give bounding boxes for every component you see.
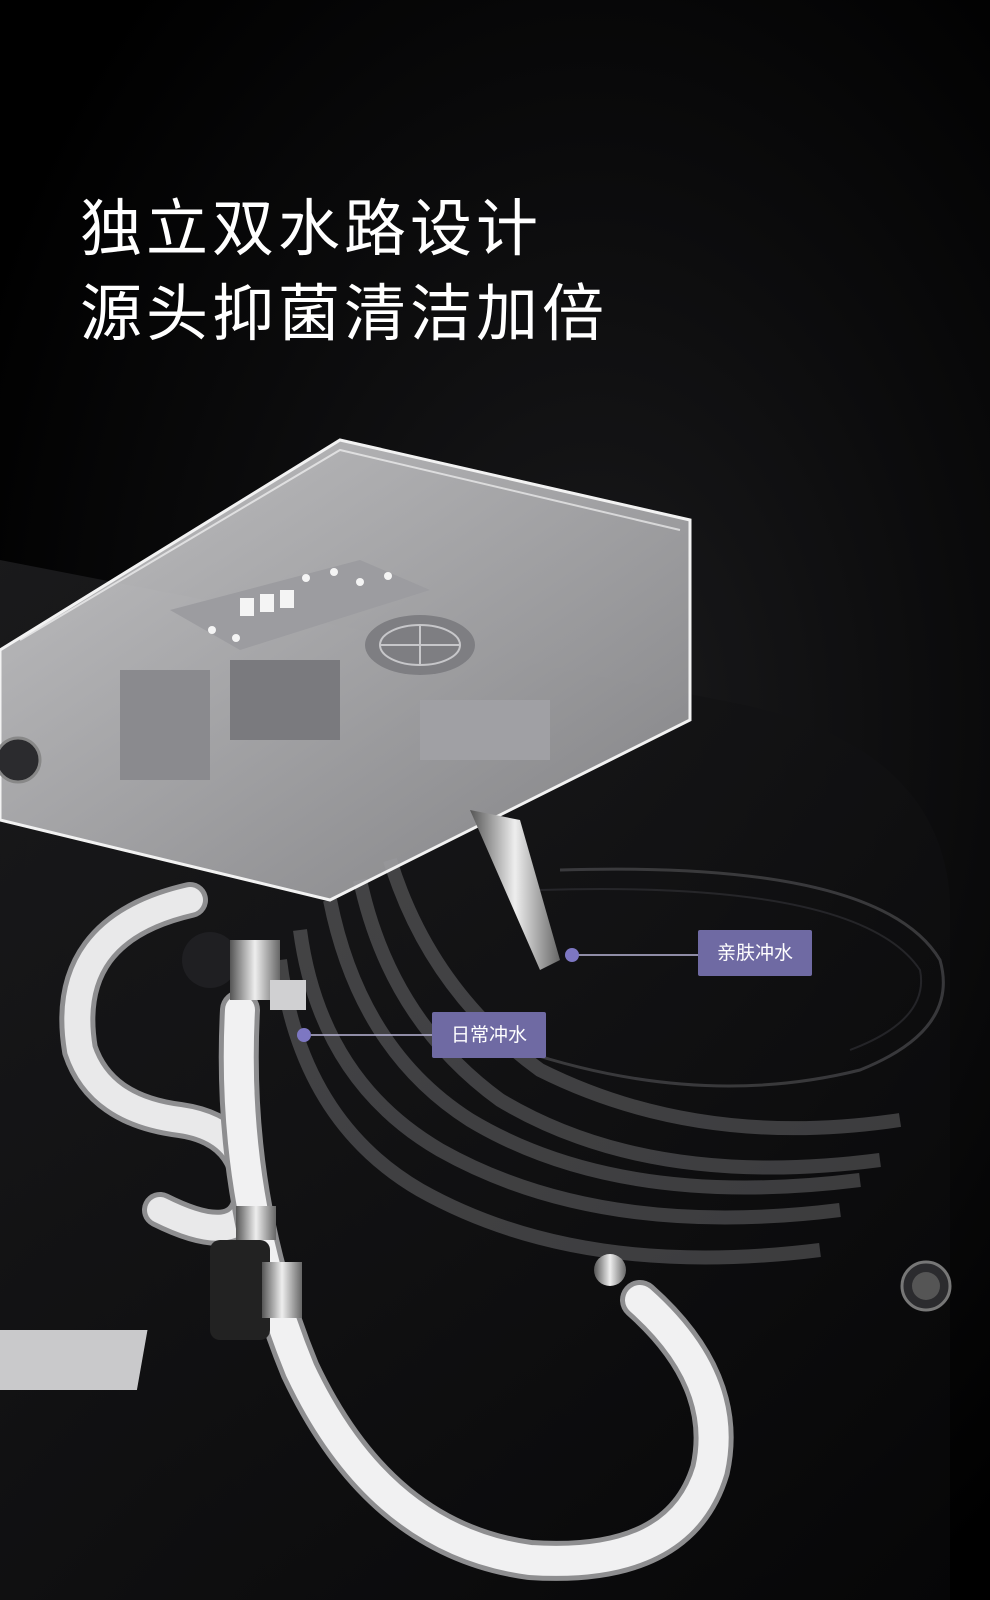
daily-flush-label: 日常冲水 <box>432 1012 546 1058</box>
mixing-valve <box>182 932 306 1010</box>
callout-lines <box>297 948 698 1042</box>
skin-flush-label: 亲肤冲水 <box>698 930 812 976</box>
daily-flush-dot <box>297 1028 311 1042</box>
headline-line-1: 独立双水路设计 <box>80 192 543 265</box>
skin-flush-dot <box>565 948 579 962</box>
headline-line-2: 源头抑菌清洁加倍 <box>80 277 609 350</box>
water-stream-flows <box>273 857 902 1265</box>
water-tank <box>0 438 692 970</box>
floor-valve <box>0 1206 626 1390</box>
